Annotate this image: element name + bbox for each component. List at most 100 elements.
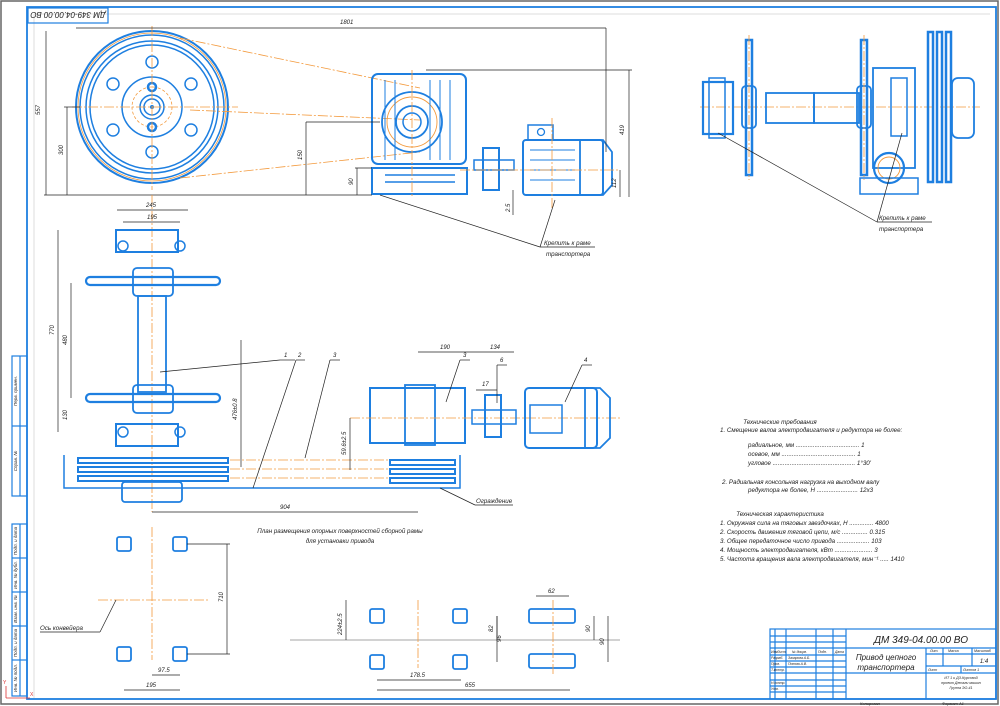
plan-view: 245 195 770 480 130 476±0.8 904 190 134 …	[50, 195, 620, 513]
stamp-checker: Попова А.В.	[788, 662, 807, 666]
stamp-row-approve: Утв.	[771, 687, 779, 691]
side-stamp-orig-inv: Инв. № подл.	[13, 664, 18, 692]
tech-req-axial: осевое, мм .............................…	[748, 451, 861, 458]
base-mounting-plan: 710 97.5 195 Ось конвейера 62 82 96 90 9…	[40, 527, 620, 691]
drawing-title-2: транспортера	[857, 663, 915, 672]
tech-spec-2: 2. Скорость движения тяговой цепи, м/с .…	[719, 529, 886, 536]
stamp-row-check: Пров.	[771, 662, 780, 666]
dim-base-178: 178.5	[410, 673, 426, 679]
tech-req-item2a: 2. Радиальная консольная нагрузка на вых…	[721, 479, 880, 486]
dim-plan-195: 195	[147, 215, 158, 221]
dim-offset-59: 59.6±2.5	[342, 431, 348, 455]
dim-shim: 2.5	[506, 203, 512, 213]
tech-spec-4: 4. Мощность электродвигателя, кВт ......…	[720, 547, 878, 554]
dim-plan-130: 130	[63, 409, 69, 420]
dim-base-62: 62	[548, 589, 555, 595]
label-attach-frame-side-2: транспортера	[879, 226, 924, 233]
side-stamp-sign-date-1: Подп. и дата	[13, 526, 18, 555]
dim-motor-134: 134	[490, 345, 501, 351]
origin-axis-icon: Y X	[3, 680, 34, 699]
svg-text:X: X	[30, 692, 34, 698]
stamp-sheets: Листов 1	[962, 668, 979, 672]
dim-plan-476: 476±0.8	[233, 398, 239, 420]
stamp-col-list: Лист	[776, 650, 786, 654]
callout-6: 6	[500, 358, 504, 364]
dim-plan-770: 770	[50, 324, 56, 335]
dim-reducer-axis: 150	[298, 149, 304, 160]
side-stamp-ref-no: Справ. №	[13, 451, 18, 472]
label-attach-frame-side-1: Крепить к раме	[879, 215, 926, 222]
dim-pulley-axis: 300	[59, 144, 65, 155]
callout-3-reducer: 3	[463, 353, 467, 359]
stamp-head-scale: Масштаб	[974, 649, 992, 653]
org-line-3: Группа ЭО-41	[950, 686, 973, 690]
technical-requirements: Технические требования 1. Смещение валов…	[720, 419, 903, 494]
dim-base-82b: 90	[600, 638, 606, 645]
label-guard: Ограждение	[476, 498, 513, 505]
plan-caption-1: План размещения опорных поверхностей сбо…	[257, 528, 423, 535]
tech-req-angular: угловое ................................…	[747, 460, 872, 467]
side-stamp-dup-inv: Инв. № дубл.	[13, 561, 18, 589]
label-attach-frame-front-1: Крепить к раме	[544, 240, 591, 247]
drawing-title-1: Привод цепного	[856, 653, 917, 662]
coupling-front	[473, 147, 515, 191]
dim-coupling-17: 17	[482, 382, 489, 388]
title-block	[769, 628, 997, 700]
stamp-col-izm: Изм	[771, 650, 778, 654]
stamp-format: Формат A1	[942, 701, 964, 706]
stamp-copied: Копировал	[860, 701, 881, 706]
dim-plan-904: 904	[280, 505, 291, 511]
dim-base-97-5: 97.5	[158, 668, 170, 674]
drawing-designation: ДМ 349-04.00.00 ВО	[873, 635, 968, 646]
dim-base-710: 710	[219, 591, 225, 602]
stamp-head-lit: Лит.	[929, 649, 938, 653]
front-view-dimensions: 1801 557 300 150 90 419 112 2.5 Крепить	[36, 20, 632, 258]
tech-req-item1: 1. Смещение валов электродвигателя и ред…	[720, 427, 903, 434]
worm-reducer-front	[371, 70, 468, 196]
callout-1: 1	[284, 353, 287, 359]
svg-text:Y: Y	[3, 680, 7, 686]
stamp-col-date: Дата	[834, 650, 844, 654]
stamp-row-tcontrol: Т.контр.	[771, 668, 785, 672]
tech-req-radial: радиальное, мм .........................…	[747, 442, 865, 449]
stamp-row-ncontrol: Н.контр.	[771, 681, 785, 685]
dim-plan-480: 480	[63, 334, 69, 345]
side-stamp-first-use: Перв. примен.	[13, 376, 18, 406]
label-attach-frame-front-2: транспортера	[546, 251, 591, 258]
dim-overall-length: 1801	[340, 20, 353, 26]
tech-req-title: Технические требования	[743, 419, 817, 426]
stamp-col-doc: № докум.	[792, 650, 807, 654]
title-block-text: ДМ 349-04.00.00 ВО Привод цепного трансп…	[771, 635, 992, 706]
technical-characteristics: Техническая характеристика 1. Окружная с…	[719, 511, 905, 563]
front-view: 1801 557 300 150 90 419 112 2.5 Крепить	[36, 20, 632, 258]
side-stamp-sign-date-2: Подп. и дата	[13, 628, 18, 657]
tech-spec-5: 5. Частота вращения вала электродвигател…	[720, 556, 905, 563]
tech-req-item2b: редуктора не более, Н ..................…	[747, 487, 874, 494]
electric-motor-front	[460, 118, 620, 210]
org-line-1: ИТ 1 и ДЗ-Курсовой	[944, 676, 977, 680]
stamp-developer: Захарова А.Б.	[788, 656, 810, 660]
dim-base-82: 82	[489, 625, 495, 632]
dim-reducer-base: 90	[349, 178, 355, 185]
callout-3-belt: 3	[333, 353, 337, 359]
side-stamp-replace-inv: Взам. инв. №	[13, 595, 18, 623]
dim-height-557: 557	[36, 104, 42, 115]
designation-rotated-box: ДМ 349-04.00.00 ВО	[27, 7, 109, 24]
dim-plan-245: 245	[145, 203, 157, 209]
dim-motor-height: 419	[620, 124, 626, 135]
side-stamp-labels: Перв. примен. Справ. № Подп. и дата Инв.…	[13, 376, 18, 692]
dim-motor-axis: 112	[612, 178, 618, 188]
driven-sprocket-pulley	[72, 26, 238, 190]
side-view: Крепить к раме транспортера	[700, 30, 980, 233]
callout-2: 2	[297, 353, 302, 359]
dim-reducer-190: 190	[440, 345, 451, 351]
dim-base-195: 195	[146, 683, 157, 689]
tech-spec-3: 3. Общее передаточное число привода ....…	[720, 538, 882, 545]
stamp-col-sign: Подп.	[818, 650, 827, 654]
stamp-head-mass: Масса	[948, 649, 959, 653]
drawing-frame	[26, 6, 997, 700]
dim-base-224: 224±2.5	[338, 613, 344, 636]
plan-caption-2: для установки привода	[306, 538, 375, 545]
